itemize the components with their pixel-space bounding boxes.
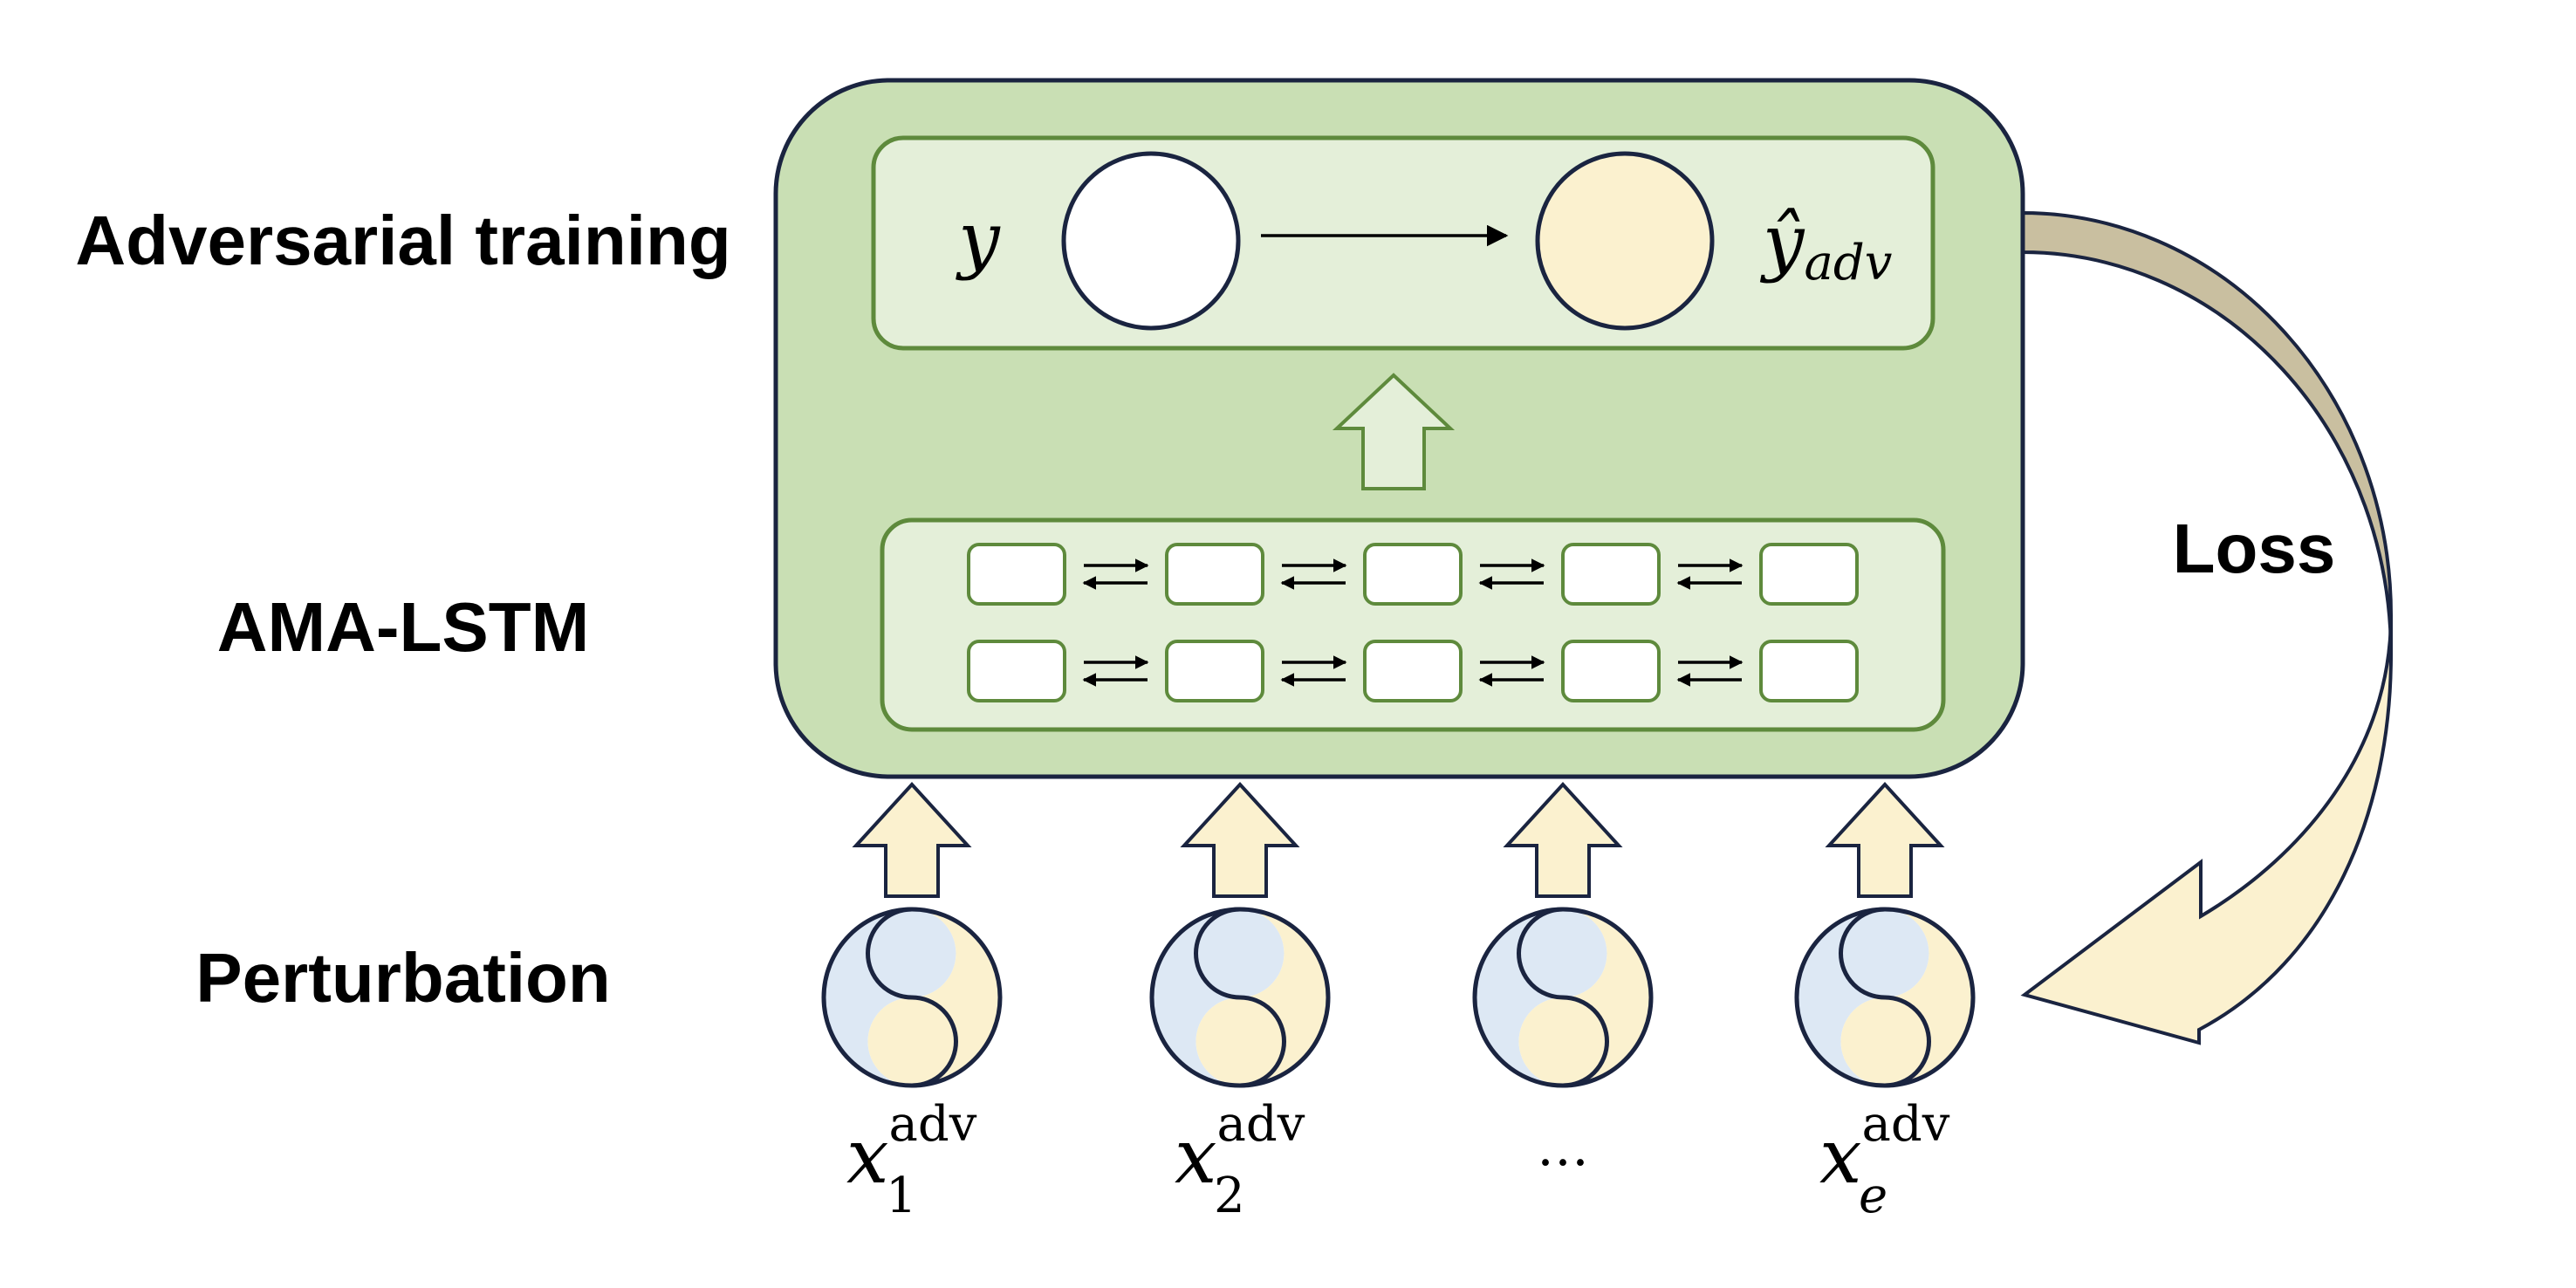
perturbation-input: xadv 1 — [821, 782, 1003, 1224]
loss-label: Loss — [2173, 510, 2336, 587]
yin-yang-icon — [1794, 907, 1976, 1088]
input-label-subscript: 1 — [886, 1168, 917, 1224]
loss-feedback-band — [2021, 210, 2393, 655]
prediction-label: ŷadv — [1759, 199, 1893, 291]
bidirectional-link-icon — [1478, 558, 1545, 590]
lstm-cell — [1165, 640, 1264, 702]
input-label: xadv 2 — [1175, 1096, 1305, 1224]
lstm-cell — [967, 543, 1066, 606]
prediction-node — [1535, 151, 1715, 331]
adversarial-training-panel: y ŷadv — [871, 135, 1935, 351]
loss-feedback-body — [2020, 614, 2393, 1045]
bidirectional-link-icon — [1478, 655, 1545, 687]
lstm-cell — [1165, 543, 1264, 606]
prediction-subscript: adv — [1804, 235, 1892, 291]
ama-lstm-panel — [880, 517, 1946, 732]
lstm-cell — [1363, 640, 1463, 702]
input-label-base: x — [1175, 1113, 1217, 1201]
input-label-superscript: adv — [1217, 1096, 1305, 1153]
input-label: xadv 1 — [846, 1096, 977, 1224]
bidirectional-link-icon — [1676, 558, 1744, 590]
yin-yang-icon — [1149, 907, 1331, 1088]
yin-yang-icon — [1472, 907, 1654, 1088]
input-label-base: x — [1819, 1113, 1862, 1201]
perturbation-label: Perturbation — [195, 939, 611, 1017]
input-ellipsis: … — [1537, 1117, 1589, 1178]
lstm-cell — [1759, 543, 1859, 606]
yin-yang-icon — [821, 907, 1003, 1088]
ama-lstm-label: AMA-LSTM — [217, 588, 590, 666]
lstm-cell — [1363, 543, 1463, 606]
input-label: xadv e — [1819, 1096, 1950, 1224]
input-up-arrow — [1503, 782, 1623, 898]
perturbation-input: … — [1472, 782, 1654, 1178]
input-label-subscript: 2 — [1214, 1168, 1245, 1224]
lstm-cell-grid — [967, 543, 1859, 702]
bidirectional-link-icon — [1082, 558, 1149, 590]
lstm-cell — [967, 640, 1066, 702]
bidirectional-link-icon — [1280, 655, 1347, 687]
perturbation-input: xadv e — [1794, 782, 1976, 1224]
loss-feedback-arrow — [2020, 210, 2393, 1045]
true-label-y: y — [955, 196, 1001, 282]
lstm-cell — [1759, 640, 1859, 702]
input-label-subscript: e — [1859, 1168, 1887, 1224]
input-label-base: x — [846, 1113, 889, 1201]
bidirectional-link-icon — [1676, 655, 1744, 687]
bidirectional-link-icon — [1280, 558, 1347, 590]
lstm-to-output-arrow — [1332, 373, 1456, 490]
input-up-arrow — [852, 782, 972, 898]
true-label-node — [1061, 151, 1241, 331]
lstm-cell — [1561, 543, 1661, 606]
input-label-superscript: adv — [1862, 1096, 1950, 1153]
prediction-symbol: ŷ — [1759, 199, 1805, 284]
input-up-arrow — [1180, 782, 1300, 898]
perturbation-input: xadv 2 — [1149, 782, 1331, 1224]
bidirectional-link-icon — [1082, 655, 1149, 687]
lstm-cell — [1561, 640, 1661, 702]
adversarial-training-label: Adversarial training — [75, 202, 730, 279]
input-up-arrow — [1825, 782, 1945, 898]
input-label-superscript: adv — [889, 1096, 977, 1153]
